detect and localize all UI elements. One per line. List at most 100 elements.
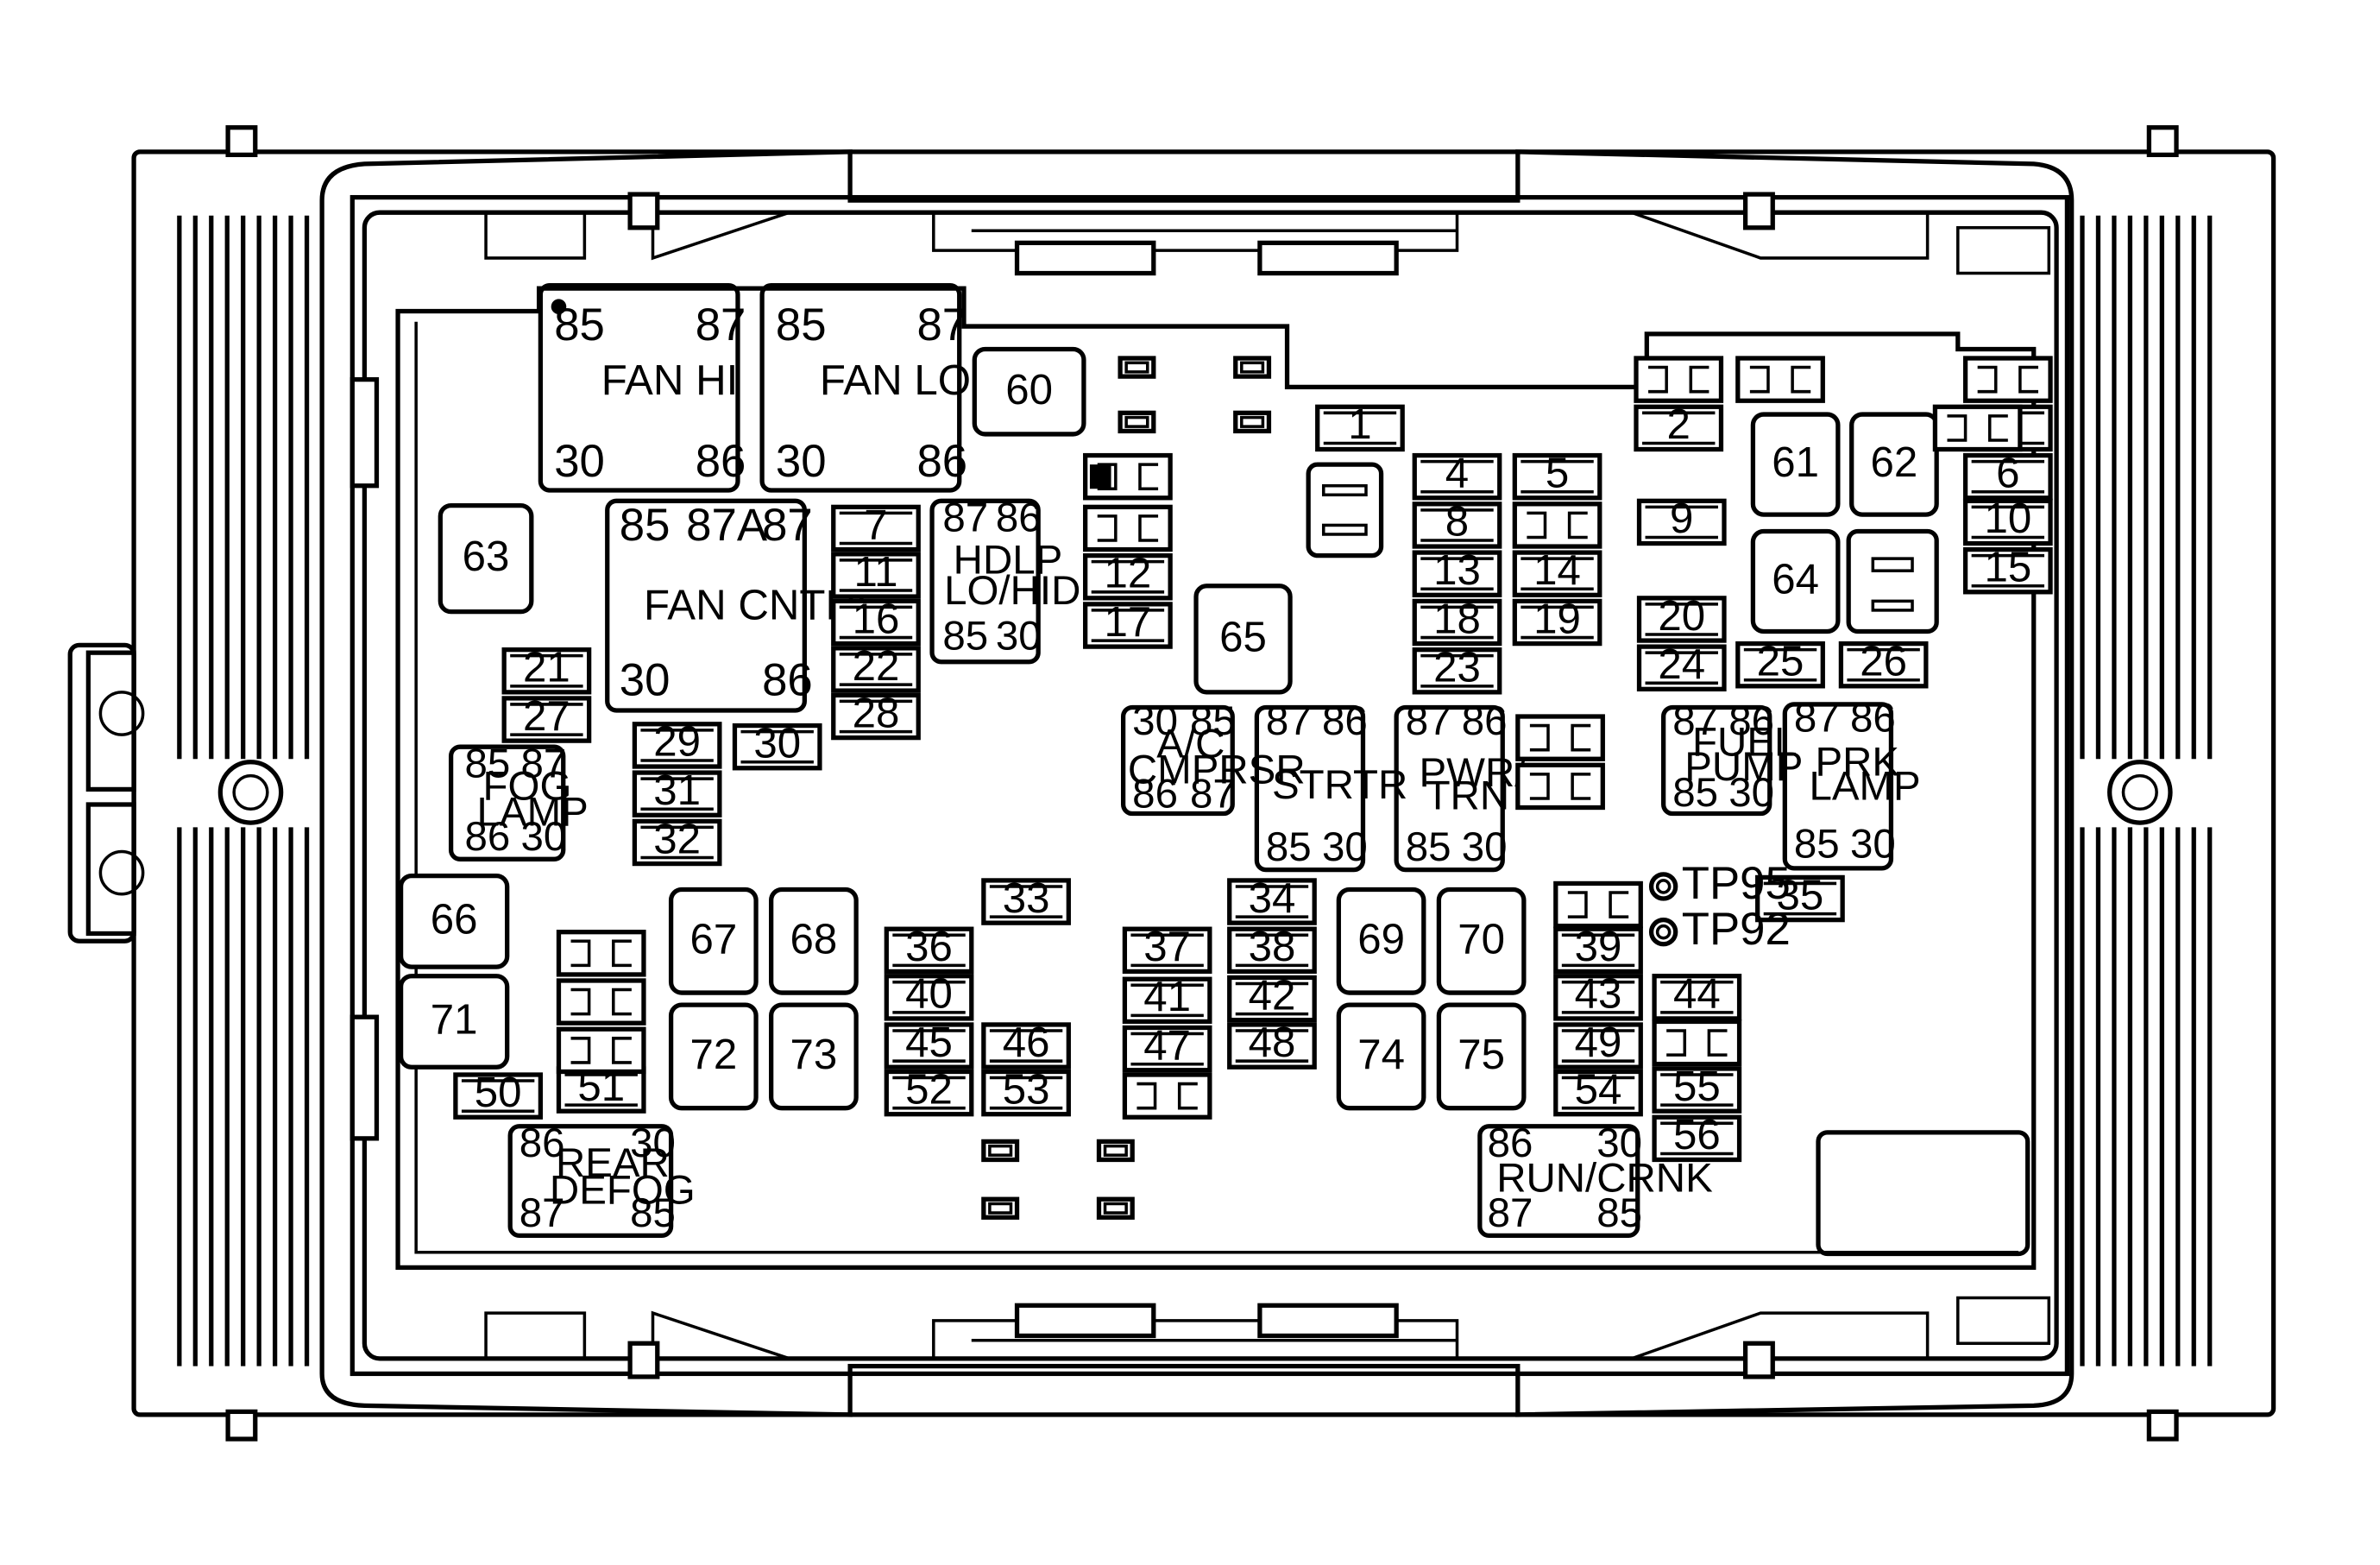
fuse-18[interactable]: 18 [1412, 595, 1502, 647]
fuse-4[interactable]: 4 [1412, 449, 1502, 501]
fuse-51[interactable]: 51 [556, 1063, 646, 1114]
fuse-7[interactable]: 7 [831, 501, 921, 552]
cartridge-fuse-71[interactable]: 71 [398, 974, 510, 1070]
fuse-32[interactable]: 32 [632, 815, 722, 867]
fuse-52[interactable]: 52 [884, 1065, 974, 1117]
fuse-47[interactable]: 47 [1122, 1021, 1212, 1073]
fuse-1[interactable]: 1 [1315, 401, 1405, 452]
fuse-21[interactable]: 21 [501, 644, 592, 695]
relay-strtr[interactable]: 87 86 STRTR 85 30 [1254, 698, 1407, 873]
fuse-38[interactable]: 38 [1227, 923, 1317, 975]
fuse-54[interactable]: 54 [1553, 1065, 1643, 1117]
fuse-2[interactable]: 2 [1634, 401, 1724, 452]
fuse-label: 49 [1575, 1019, 1622, 1066]
fuse-24[interactable]: 24 [1636, 641, 1727, 691]
cartridge-fuse-60[interactable]: 60 [972, 346, 1086, 437]
spare-fuse-slot [556, 978, 646, 1025]
cartridge-fuse-62[interactable]: 62 [1849, 412, 1939, 517]
cartridge-fuse-67[interactable]: 67 [668, 887, 759, 995]
relay-pwr-trn[interactable]: 87 86 PWR/ TRN 85 30 [1394, 698, 1527, 873]
fuse-9[interactable]: 9 [1636, 495, 1727, 546]
relay-fan-lo[interactable]: 85 87 FAN LO 30 86 [759, 282, 971, 493]
fuse-48[interactable]: 48 [1227, 1019, 1317, 1070]
fuse-label: 39 [1575, 923, 1622, 970]
relay-prk-lamp[interactable]: 87 86 PRK LAMP 85 30 [1782, 696, 1921, 871]
fuse-30[interactable]: 30 [732, 719, 822, 771]
relay-ac-cmprsr[interactable]: 30 85 A/C CMPRSR 86 87 [1120, 698, 1306, 817]
cartridge-fuse-73[interactable]: 73 [769, 1002, 859, 1111]
fuse-11[interactable]: 11 [831, 548, 921, 599]
fuse-39[interactable]: 39 [1553, 923, 1643, 975]
fuse-41[interactable]: 41 [1122, 973, 1212, 1025]
relay-run-crnk[interactable]: 86 30 RUN/CRNK 87 85 [1477, 1120, 1713, 1239]
terminal-pad [1233, 410, 1272, 434]
fuse-50[interactable]: 50 [453, 1069, 544, 1120]
pin-label: 85 [630, 1190, 676, 1236]
fuse-45[interactable]: 45 [884, 1019, 974, 1070]
fuse-16[interactable]: 16 [831, 595, 921, 647]
fuse-46[interactable]: 46 [981, 1019, 1071, 1070]
fuse-22[interactable]: 22 [831, 642, 921, 693]
fuse-27[interactable]: 27 [501, 692, 592, 743]
fuse-29[interactable]: 29 [632, 718, 722, 769]
fuse-14[interactable]: 14 [1512, 546, 1602, 597]
fuse-55[interactable]: 55 [1652, 1063, 1742, 1114]
fuse-56[interactable]: 56 [1652, 1111, 1742, 1163]
fuse-13[interactable]: 13 [1412, 546, 1502, 597]
relay-fan-hi[interactable]: 85 87 FAN HI 30 86 [538, 282, 746, 493]
test-point-tp92[interactable]: TP92 [1648, 904, 1791, 955]
cartridge-fuse-69[interactable]: 69 [1336, 887, 1426, 995]
fuse-26[interactable]: 26 [1838, 638, 1929, 689]
fuse-5[interactable]: 5 [1512, 449, 1602, 501]
fuse-8[interactable]: 8 [1412, 498, 1502, 549]
fuse-10[interactable]: 10 [1962, 495, 2053, 546]
cartridge-fuse-63[interactable]: 63 [438, 502, 534, 615]
fuse-19[interactable]: 19 [1512, 595, 1602, 647]
fuse-44[interactable]: 44 [1652, 970, 1742, 1021]
relay-rear-defog[interactable]: 86 30 REAR DEFOG 87 85 [507, 1120, 696, 1239]
pin-label: 85 [776, 300, 827, 350]
fuse-31[interactable]: 31 [632, 767, 722, 817]
fuse-53[interactable]: 53 [981, 1065, 1071, 1117]
fuse-15[interactable]: 15 [1962, 544, 2053, 595]
cartridge-fuse-64[interactable]: 64 [1750, 528, 1841, 634]
fuse-43[interactable]: 43 [1553, 970, 1643, 1021]
cartridge-fuse-74[interactable]: 74 [1336, 1002, 1426, 1111]
fuse-20[interactable]: 20 [1636, 592, 1727, 643]
fuse-17[interactable]: 17 [1083, 598, 1173, 649]
fuse-40[interactable]: 40 [884, 970, 974, 1021]
fuse-42[interactable]: 42 [1227, 971, 1317, 1023]
cartridge-fuse-75[interactable]: 75 [1436, 1002, 1527, 1111]
test-point-label: TP95 [1682, 858, 1791, 909]
fuse-label: 50 [475, 1069, 522, 1116]
pin-label: 85 [464, 741, 510, 786]
fuse-label: 5 [1546, 449, 1569, 496]
cartridge-fuse-68[interactable]: 68 [769, 887, 859, 995]
cartridge-fuse-66[interactable]: 66 [398, 874, 510, 969]
pin-label: 87 [1794, 696, 1840, 741]
cartridge-fuse-65[interactable]: 65 [1193, 584, 1293, 695]
fuse-28[interactable]: 28 [831, 689, 921, 741]
fuse-36[interactable]: 36 [884, 923, 974, 975]
fuse-35[interactable]: 35 [1755, 871, 1845, 923]
fuse-34[interactable]: 34 [1227, 874, 1317, 925]
fuse-23[interactable]: 23 [1412, 644, 1502, 695]
relay-fog-lamp[interactable]: 85 87 FOG LAMP 86 30 [448, 741, 589, 861]
fuse-label: 42 [1249, 971, 1296, 1019]
fuse-12[interactable]: 12 [1083, 550, 1173, 601]
pin-label: 87 [762, 500, 813, 551]
spare-fuse-slot [1083, 504, 1173, 552]
fuse-6[interactable]: 6 [1962, 449, 2053, 501]
fuse-37[interactable]: 37 [1122, 923, 1212, 975]
cartridge-fuse-70[interactable]: 70 [1436, 887, 1527, 995]
fuse-49[interactable]: 49 [1553, 1019, 1643, 1070]
pin-label: 86 [1462, 698, 1508, 744]
fuse-label: 26 [1860, 638, 1907, 685]
test-point-tp95[interactable]: TP95 [1648, 858, 1791, 909]
fuse-33[interactable]: 33 [981, 874, 1071, 925]
cartridge-fuse-61[interactable]: 61 [1750, 412, 1841, 517]
relay-fuel-pump[interactable]: 87 86 FUEL PUMP 85 30 [1661, 698, 1804, 817]
fuse-25[interactable]: 25 [1735, 638, 1825, 689]
relay-hdlp-lo-hid[interactable]: 87 86 HDLP LO/HID 85 30 [929, 495, 1080, 665]
cartridge-fuse-72[interactable]: 72 [668, 1002, 759, 1111]
